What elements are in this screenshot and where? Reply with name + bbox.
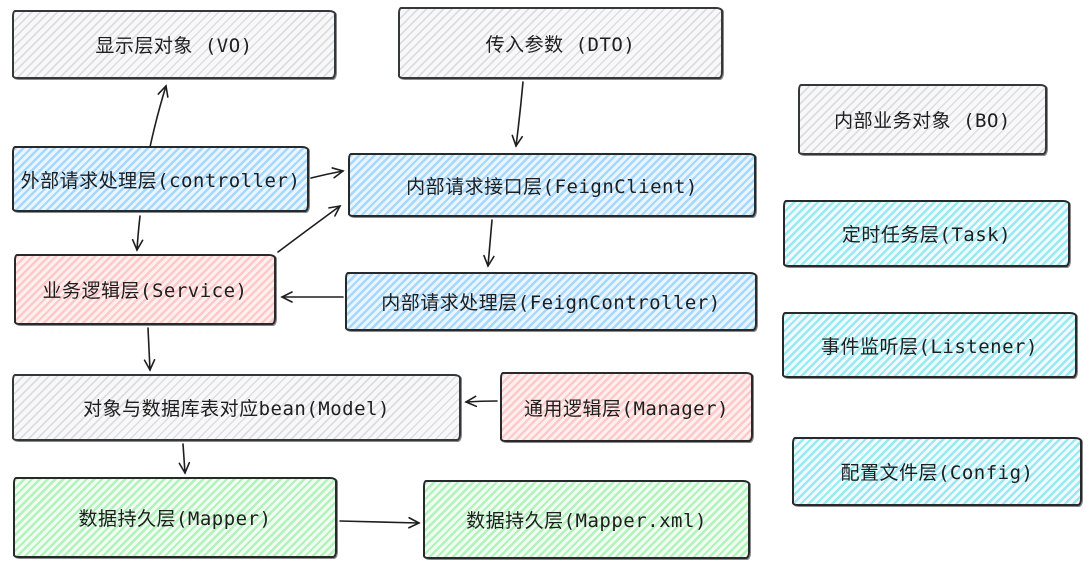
arrow-manager-to-model <box>464 395 498 408</box>
node-model-label: 对象与数据库表对应bean(Model) <box>83 398 390 420</box>
node-mapper: 数据持久层(Mapper) <box>13 477 337 558</box>
node-service: 业务逻辑层(Service) <box>14 254 276 325</box>
node-listener-label: 事件监听层(Listener) <box>821 335 1038 358</box>
arrow-service-to-model <box>143 327 156 372</box>
node-controller-label: 外部请求处理层(controller) <box>20 169 301 192</box>
node-feign-controller: 内部请求处理层(FeignController) <box>345 272 757 331</box>
arrow-service-to-feign-client <box>277 204 342 253</box>
node-manager: 通用逻辑层(Manager) <box>500 372 753 442</box>
node-bo: 内部业务对象 (BO) <box>798 84 1047 155</box>
node-vo: 显示层对象 (VO) <box>12 10 336 79</box>
node-bo-label: 内部业务对象 (BO) <box>834 110 1011 132</box>
node-feign-controller-label: 内部请求处理层(FeignController) <box>381 292 721 314</box>
node-task: 定时任务层(Task) <box>783 200 1070 267</box>
node-dto: 传入参数 (DTO) <box>398 7 723 79</box>
node-service-label: 业务逻辑层(Service) <box>42 280 248 302</box>
arrow-feign-client-to-feign-controller <box>483 219 495 268</box>
node-vo-label: 显示层对象 (VO) <box>95 35 253 57</box>
node-task-label: 定时任务层(Task) <box>841 224 1012 246</box>
node-model: 对象与数据库表对应bean(Model) <box>12 374 461 441</box>
arrow-controller-to-service <box>131 215 144 252</box>
arrow-model-to-mapper <box>178 443 191 475</box>
node-feign-client-label: 内部请求接口层(FeignClient) <box>406 175 698 198</box>
arrow-controller-to-feign-client <box>310 167 345 179</box>
node-mapper-xml-label: 数据持久层(Mapper.xml) <box>466 510 707 532</box>
node-feign-client: 内部请求接口层(FeignClient) <box>348 153 756 217</box>
node-mapper-label: 数据持久层(Mapper) <box>78 508 272 530</box>
node-dto-label: 传入参数 (DTO) <box>485 33 636 56</box>
node-mapper-xml: 数据持久层(Mapper.xml) <box>423 480 750 559</box>
arrow-mapper-to-mapper-xml <box>339 516 421 529</box>
arrow-dto-to-feign-client <box>511 81 524 148</box>
arrow-controller-to-vo <box>149 84 169 148</box>
node-listener: 事件监听层(Listener) <box>782 312 1077 378</box>
node-config-label: 配置文件层(Config) <box>840 462 1034 484</box>
node-manager-label: 通用逻辑层(Manager) <box>524 397 729 420</box>
node-controller: 外部请求处理层(controller) <box>12 146 309 212</box>
node-config: 配置文件层(Config) <box>792 437 1082 506</box>
